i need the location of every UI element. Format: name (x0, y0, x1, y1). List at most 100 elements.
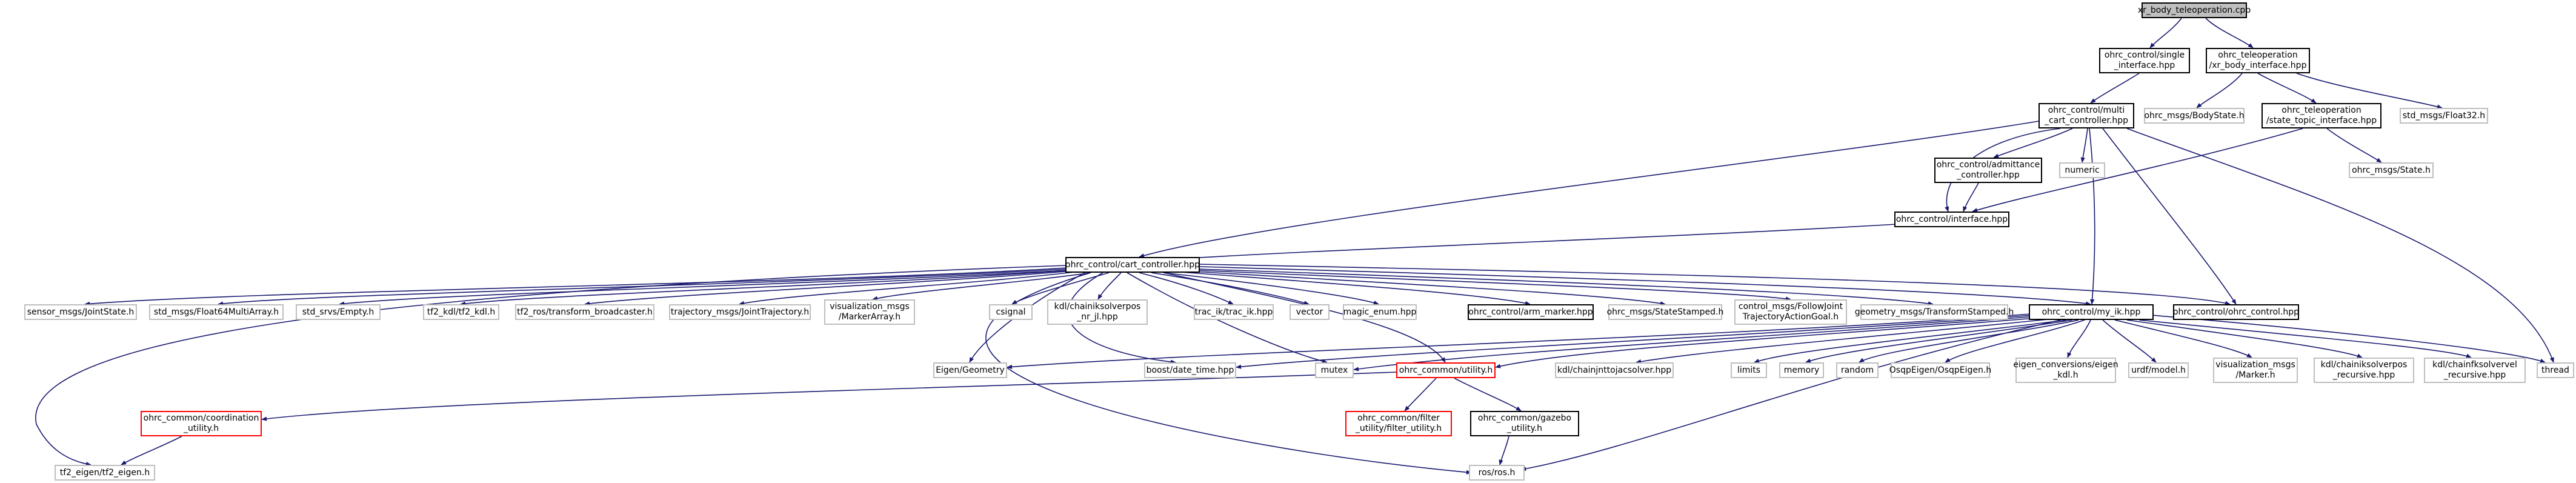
node-std-srvs-empty[interactable]: std_srvs/Empty.h (296, 304, 381, 320)
node-label: eigen_conversions/eigen (2013, 360, 2118, 370)
edge-cart-ohrccontrol (1199, 264, 2231, 305)
node-my-ik[interactable]: ohrc_control/my_ik.hpp (2029, 304, 2154, 320)
node-multi-cart-controller[interactable]: ohrc_control/multi_cart_controller.hpp (2039, 103, 2134, 128)
node-coordination-utility[interactable]: ohrc_common/coordination_utility.h (141, 411, 262, 436)
edge-myik-thread (2151, 315, 2546, 363)
node-label: _recursive.hpp (2443, 370, 2506, 380)
node-label: csignal (996, 307, 1026, 317)
node-label: ohrc_common/filter (1357, 413, 1440, 423)
edge-cart-jointstate (84, 267, 1067, 306)
node-osqp-eigen[interactable]: OsqpEigen/OsqpEigen.h (1889, 362, 1991, 378)
edge-statetopic-interface (1972, 128, 2303, 213)
node-ohrc-control[interactable]: ohrc_control/ohrc_control.hpp (2173, 304, 2299, 320)
node-arm-marker[interactable]: ohrc_control/arm_marker.hpp (1468, 304, 1594, 320)
node-label: ohrc_common/utility.h (1399, 365, 1493, 375)
node-float32[interactable]: std_msgs/Float32.h (2400, 108, 2488, 124)
node-marker[interactable]: visualization_msgs/Marker.h (2213, 358, 2298, 383)
node-marker-array[interactable]: visualization_msgs/MarkerArray.h (824, 299, 915, 325)
node-single-interface[interactable]: ohrc_control/single_interface.hpp (2099, 48, 2190, 73)
node-random[interactable]: random (1836, 362, 1879, 378)
edge-cart-mutex (1127, 272, 1328, 364)
node-label: urdf/model.h (2131, 365, 2186, 375)
node-state-msg[interactable]: ohrc_msgs/State.h (2349, 162, 2434, 178)
node-vel-recursive[interactable]: kdl/chainfksolvervel_recursive.hpp (2424, 358, 2526, 383)
node-ros-ros[interactable]: ros/ros.h (1469, 465, 1525, 481)
node-body-state[interactable]: ohrc_msgs/BodyState.h (2144, 108, 2245, 124)
node-label: numeric (2065, 165, 2100, 175)
edge-myik-posrec (2126, 319, 2363, 358)
edge-coordination-tf2eigen (121, 436, 182, 465)
node-label: ohrc_control/arm_marker.hpp (1468, 307, 1593, 317)
node-label: control_msgs/FollowJoint (1738, 302, 1843, 311)
edge-cart-jtraj (739, 271, 1079, 305)
node-memory[interactable]: memory (1779, 362, 1824, 378)
edge-gazebo-rosros (1499, 436, 1509, 465)
node-trac-ik[interactable]: trac_ik/trac_ik.hpp (1194, 304, 1274, 320)
node-label: _utility.h (1506, 424, 1543, 433)
node-label: ohrc_msgs/State.h (2352, 165, 2431, 175)
node-csignal[interactable]: csignal (989, 304, 1033, 320)
edge-myik-datetime (1236, 315, 2034, 369)
edge-multi-thread (2126, 128, 2554, 363)
node-ohrc-utility[interactable]: ohrc_common/utility.h (1396, 362, 1496, 378)
node-label: visualization_msgs (830, 302, 910, 311)
node-tf2-eigen[interactable]: tf2_eigen/tf2_eigen.h (55, 465, 155, 481)
edge-cart-magicenum (1163, 272, 1379, 305)
node-boost-date-time[interactable]: boost/date_time.hpp (1144, 362, 1236, 378)
node-label: visualization_msgs (2215, 360, 2295, 370)
node-transform-stamped[interactable]: geometry_msgs/TransformStamped.h (1855, 304, 2014, 320)
node-numeric[interactable]: numeric (2059, 162, 2105, 178)
node-label: vector (1296, 307, 1323, 317)
node-pos-recursive[interactable]: kdl/chainiksolverpos_recursive.hpp (2314, 358, 2414, 383)
node-state-topic-interface[interactable]: ohrc_teleoperation/state_topic_interface… (2261, 103, 2381, 128)
node-xr-body-interface[interactable]: ohrc_teleoperation/xr_body_interface.hpp (2206, 48, 2310, 73)
node-transform-broadcaster[interactable]: tf2_ros/transform_broadcaster.h (515, 304, 654, 320)
node-float64-multi-array[interactable]: std_msgs/Float64MultiArray.h (149, 304, 284, 320)
edge-cart-statestamped (1193, 271, 1666, 306)
node-gazebo-utility[interactable]: ohrc_common/gazebo_utility.h (1470, 411, 1579, 436)
node-state-stamped[interactable]: ohrc_msgs/StateStamped.h (1607, 304, 1723, 320)
node-label: /state_topic_interface.hpp (2266, 116, 2377, 125)
edge-xrbody-float32 (2296, 73, 2443, 109)
edge-root-xrbody (2205, 18, 2254, 48)
node-vector[interactable]: vector (1290, 304, 1330, 320)
node-label: _controller.hpp (1957, 170, 2020, 180)
edge-myik-velrec (2138, 319, 2472, 358)
node-kdl-nr-jl[interactable]: kdl/chainiksolverpos_nr_jl.hpp (1047, 299, 1148, 325)
node-magic-enum[interactable]: magic_enum.hpp (1343, 304, 1417, 320)
node-tf2-kdl[interactable]: tf2_kdl/tf2_kdl.h (423, 304, 499, 320)
node-label: mutex (1320, 365, 1348, 375)
edge-cart-armmarker (1181, 271, 1531, 305)
node-thread[interactable]: thread (2537, 362, 2574, 378)
node-label: Eigen/Geometry (936, 365, 1005, 375)
edge-utility-gazebo (1454, 378, 1522, 411)
node-cart-controller[interactable]: ohrc_control/cart_controller.hpp (1065, 257, 1200, 273)
node-root-file[interactable]: xr_body_teleoperation.cpp (2138, 2, 2251, 18)
node-mutex[interactable]: mutex (1315, 362, 1354, 378)
node-label: _utility.h (183, 424, 219, 433)
node-joint-trajectory[interactable]: trajectory_msgs/JointTrajectory.h (669, 304, 811, 320)
node-label: ohrc_common/coordination (143, 413, 259, 423)
edge-cart-tracik (1139, 272, 1234, 305)
node-joint-state[interactable]: sensor_msgs/JointState.h (24, 304, 137, 320)
node-eigen-geometry[interactable]: Eigen/Geometry (933, 362, 1007, 378)
node-label: tf2_kdl/tf2_kdl.h (427, 307, 496, 317)
edge-cart-tf2eigen (35, 265, 1067, 467)
node-label: ohrc_control/interface.hpp (1895, 214, 2008, 224)
node-filter-utility[interactable]: ohrc_common/filter_utility/filter_utilit… (1345, 411, 1452, 436)
node-label: ohrc_teleoperation (2218, 50, 2298, 60)
node-label: _nr_jl.hpp (1077, 312, 1118, 322)
node-eigen-kdl[interactable]: eigen_conversions/eigen_kdl.h (2013, 358, 2118, 383)
node-jac-solver[interactable]: kdl/chainjnttojacsolver.hpp (1555, 362, 1674, 378)
node-admittance-controller[interactable]: ohrc_control/admittance_controller.hpp (1934, 158, 2042, 183)
node-label: std_msgs/Float32.h (2402, 110, 2486, 121)
edge-xrbody-statetopic (2257, 73, 2317, 104)
node-interface[interactable]: ohrc_control/interface.hpp (1894, 212, 2009, 227)
edge-myik-mutex (1353, 316, 2037, 371)
node-label: /MarkerArray.h (838, 312, 901, 322)
node-urdf-model[interactable]: urdf/model.h (2128, 362, 2189, 378)
node-limits[interactable]: limits (1731, 362, 1767, 378)
node-label: ohrc_control/ohrc_control.hpp (2172, 307, 2300, 317)
